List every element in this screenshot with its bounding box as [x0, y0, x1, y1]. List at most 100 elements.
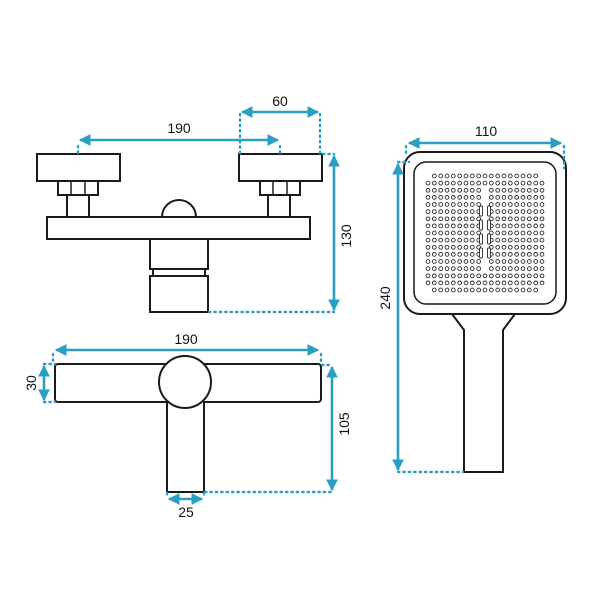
shower-hole: [444, 273, 450, 279]
shower-hole: [514, 252, 520, 257]
shower-hole: [539, 223, 545, 229]
shower-hole: [450, 252, 456, 257]
dim-25: 25: [165, 491, 206, 520]
shower-hole: [469, 216, 475, 222]
shower-hole: [444, 195, 450, 200]
shower-hole: [507, 195, 513, 200]
shower-hole: [457, 237, 463, 243]
shower-hole: [526, 202, 532, 207]
shower-hole: [463, 244, 469, 250]
shower-hole: [495, 287, 501, 293]
shower-hole: [463, 266, 469, 271]
shower-hole: [476, 259, 482, 264]
shower-hole: [507, 252, 513, 257]
shower-hole: [450, 202, 456, 207]
shower-hole: [501, 244, 507, 250]
shower-hole: [425, 237, 431, 243]
shower-hole: [469, 273, 475, 279]
shower-hole: [533, 216, 539, 222]
shower-hole: [444, 173, 450, 179]
shower-hole: [520, 287, 526, 293]
shower-hole: [469, 266, 475, 271]
shower-hole: [539, 273, 545, 279]
shower-hole: [469, 173, 475, 179]
shower-hole: [438, 187, 444, 193]
shower-hole: [526, 237, 532, 243]
shower-hole: [539, 259, 545, 264]
outlet-lower: [149, 275, 209, 313]
shower-hole: [533, 187, 539, 193]
shower-hole: [444, 237, 450, 243]
shower-hole: [507, 173, 513, 179]
shower-hole: [539, 209, 545, 214]
shower-hole: [450, 187, 456, 193]
hand-shower: [403, 151, 567, 473]
shower-hole: [501, 252, 507, 257]
shower-hole: [507, 180, 513, 186]
shower-hole: [431, 202, 437, 207]
shower-hole: [457, 195, 463, 200]
shower-hole: [514, 223, 520, 229]
shower-hole: [533, 180, 539, 186]
shower-hole: [514, 230, 520, 236]
shower-slot: [479, 233, 483, 245]
right-handle: [238, 153, 323, 182]
shower-hole: [501, 202, 507, 207]
shower-hole: [463, 187, 469, 193]
shower-hole: [526, 259, 532, 264]
shower-hole: [533, 244, 539, 250]
shower-hole: [495, 216, 501, 222]
shower-hole: [463, 209, 469, 214]
shower-hole: [539, 202, 545, 207]
mixer-top-view: [54, 355, 322, 493]
right-nut: [259, 180, 301, 196]
shower-hole: [469, 223, 475, 229]
shower-hole: [450, 287, 456, 293]
shower-hole: [431, 287, 437, 293]
shower-hole: [476, 180, 482, 186]
shower-hole: [526, 266, 532, 271]
shower-hole: [539, 230, 545, 236]
shower-hole: [463, 216, 469, 222]
shower-hole: [457, 202, 463, 207]
shower-hole: [431, 187, 437, 193]
shower-hole: [444, 180, 450, 186]
shower-hole: [425, 187, 431, 193]
shower-slot: [479, 205, 483, 217]
shower-hole: [450, 237, 456, 243]
shower-hole: [495, 237, 501, 243]
shower-hole: [514, 259, 520, 264]
shower-hole: [533, 266, 539, 271]
shower-hole-grid: [425, 173, 545, 293]
shower-hole: [533, 209, 539, 214]
shower-hole: [463, 252, 469, 257]
dim-190-bottom: 190: [51, 331, 323, 366]
shower-hole: [463, 259, 469, 264]
shower-hole: [476, 280, 482, 286]
shower-hole: [438, 216, 444, 222]
shower-hole: [438, 237, 444, 243]
shower-hole: [495, 273, 501, 279]
shower-hole: [526, 195, 532, 200]
shower-hole: [514, 209, 520, 214]
shower-hole: [520, 237, 526, 243]
shower-slot: [487, 205, 491, 217]
shower-hole: [507, 273, 513, 279]
shower-hole: [501, 266, 507, 271]
shower-hole: [463, 273, 469, 279]
shower-hole: [431, 230, 437, 236]
shower-hole: [450, 273, 456, 279]
shower-hole: [533, 252, 539, 257]
shower-hole: [526, 173, 532, 179]
shower-hole: [444, 259, 450, 264]
shower-hole: [495, 223, 501, 229]
shower-hole: [450, 216, 456, 222]
shower-hole: [457, 259, 463, 264]
shower-hole: [457, 273, 463, 279]
shower-hole: [438, 266, 444, 271]
shower-hole: [438, 259, 444, 264]
shower-hole: [450, 266, 456, 271]
shower-hole: [431, 237, 437, 243]
dim-60: 60: [238, 93, 322, 156]
shower-hole: [514, 237, 520, 243]
